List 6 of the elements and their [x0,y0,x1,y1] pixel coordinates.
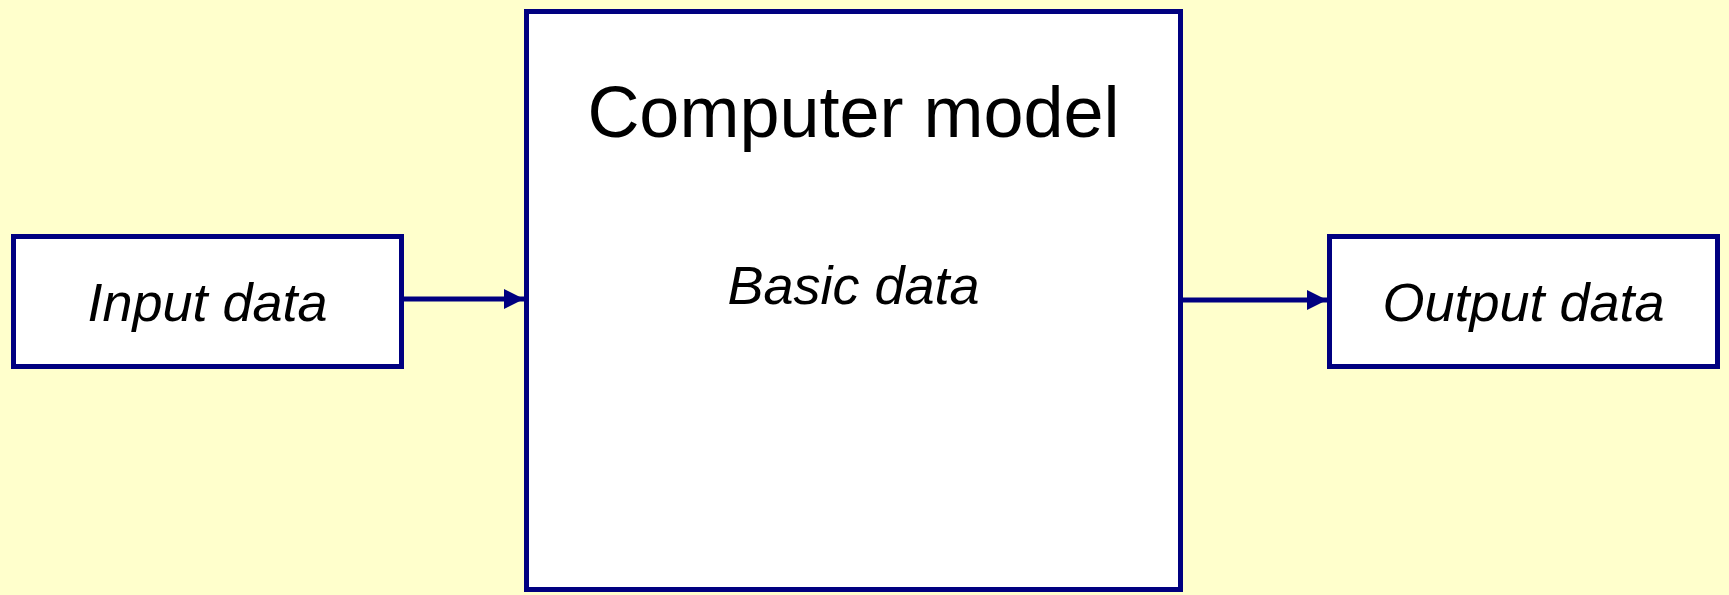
box-label: Basic data [727,258,980,312]
arrow [404,289,524,309]
arrow [1183,290,1327,310]
process-box [524,9,1183,592]
process-box [1327,234,1720,369]
process-box [11,234,404,369]
